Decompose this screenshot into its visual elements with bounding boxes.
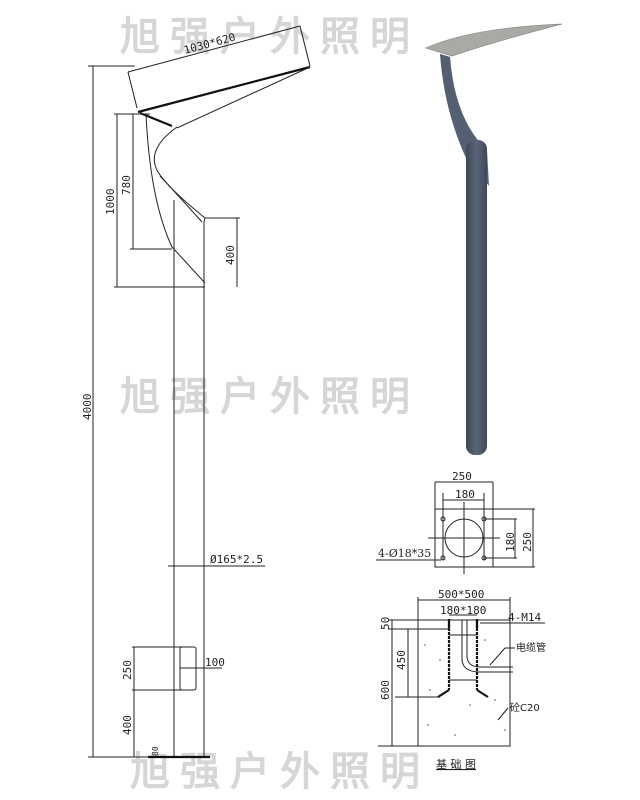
base-plate-plan: 250 180 180 250 4-Ø18*35: [376, 470, 535, 574]
lamp-arm: [145, 113, 206, 284]
dim-arm-inner: 780: [120, 175, 133, 195]
watermark-bottom: 旭强户外照明: [130, 748, 430, 795]
dim-total-height: 4000: [81, 394, 94, 421]
dim-depth: 600: [379, 680, 392, 700]
conduit-label: 电缆管: [516, 641, 546, 654]
pole-spec: Ø165*2.5: [210, 553, 263, 566]
dim-plate-width: 250: [452, 470, 472, 483]
dim-door-width: 100: [205, 656, 225, 669]
dim-arm-height: 1000: [104, 189, 117, 216]
dim-plate-height: 250: [521, 532, 534, 552]
anchor-bolts: 4-M14: [508, 611, 541, 624]
watermark-top: 旭强户外照明: [120, 13, 420, 60]
concrete-label: 砼C20: [510, 701, 540, 714]
holes-spec: 4-Ø18*35: [378, 547, 431, 560]
dim-arm-lower: 400: [224, 245, 237, 265]
dim-top: 50: [379, 617, 392, 630]
foundation-size: 500*500: [438, 588, 484, 601]
dim-bolt-spacing-y: 180: [504, 532, 517, 552]
foundation-section: 500*500 180*180 4-M14 电缆管 砼C20 50 450 60…: [378, 588, 546, 771]
lamp-render: [425, 23, 563, 455]
dim-bolt-spacing-x: 180: [455, 488, 475, 501]
foundation-bolt-spacing: 180*180: [440, 604, 486, 617]
dim-door-height: 250: [121, 660, 134, 680]
dim-door-offset: 400: [121, 715, 134, 735]
watermark-middle: 旭强户外照明: [120, 373, 420, 420]
dim-bolt-depth: 450: [395, 650, 408, 670]
dim-base-plate: 80: [151, 746, 160, 756]
foundation-title: 基 础 图: [436, 758, 476, 771]
